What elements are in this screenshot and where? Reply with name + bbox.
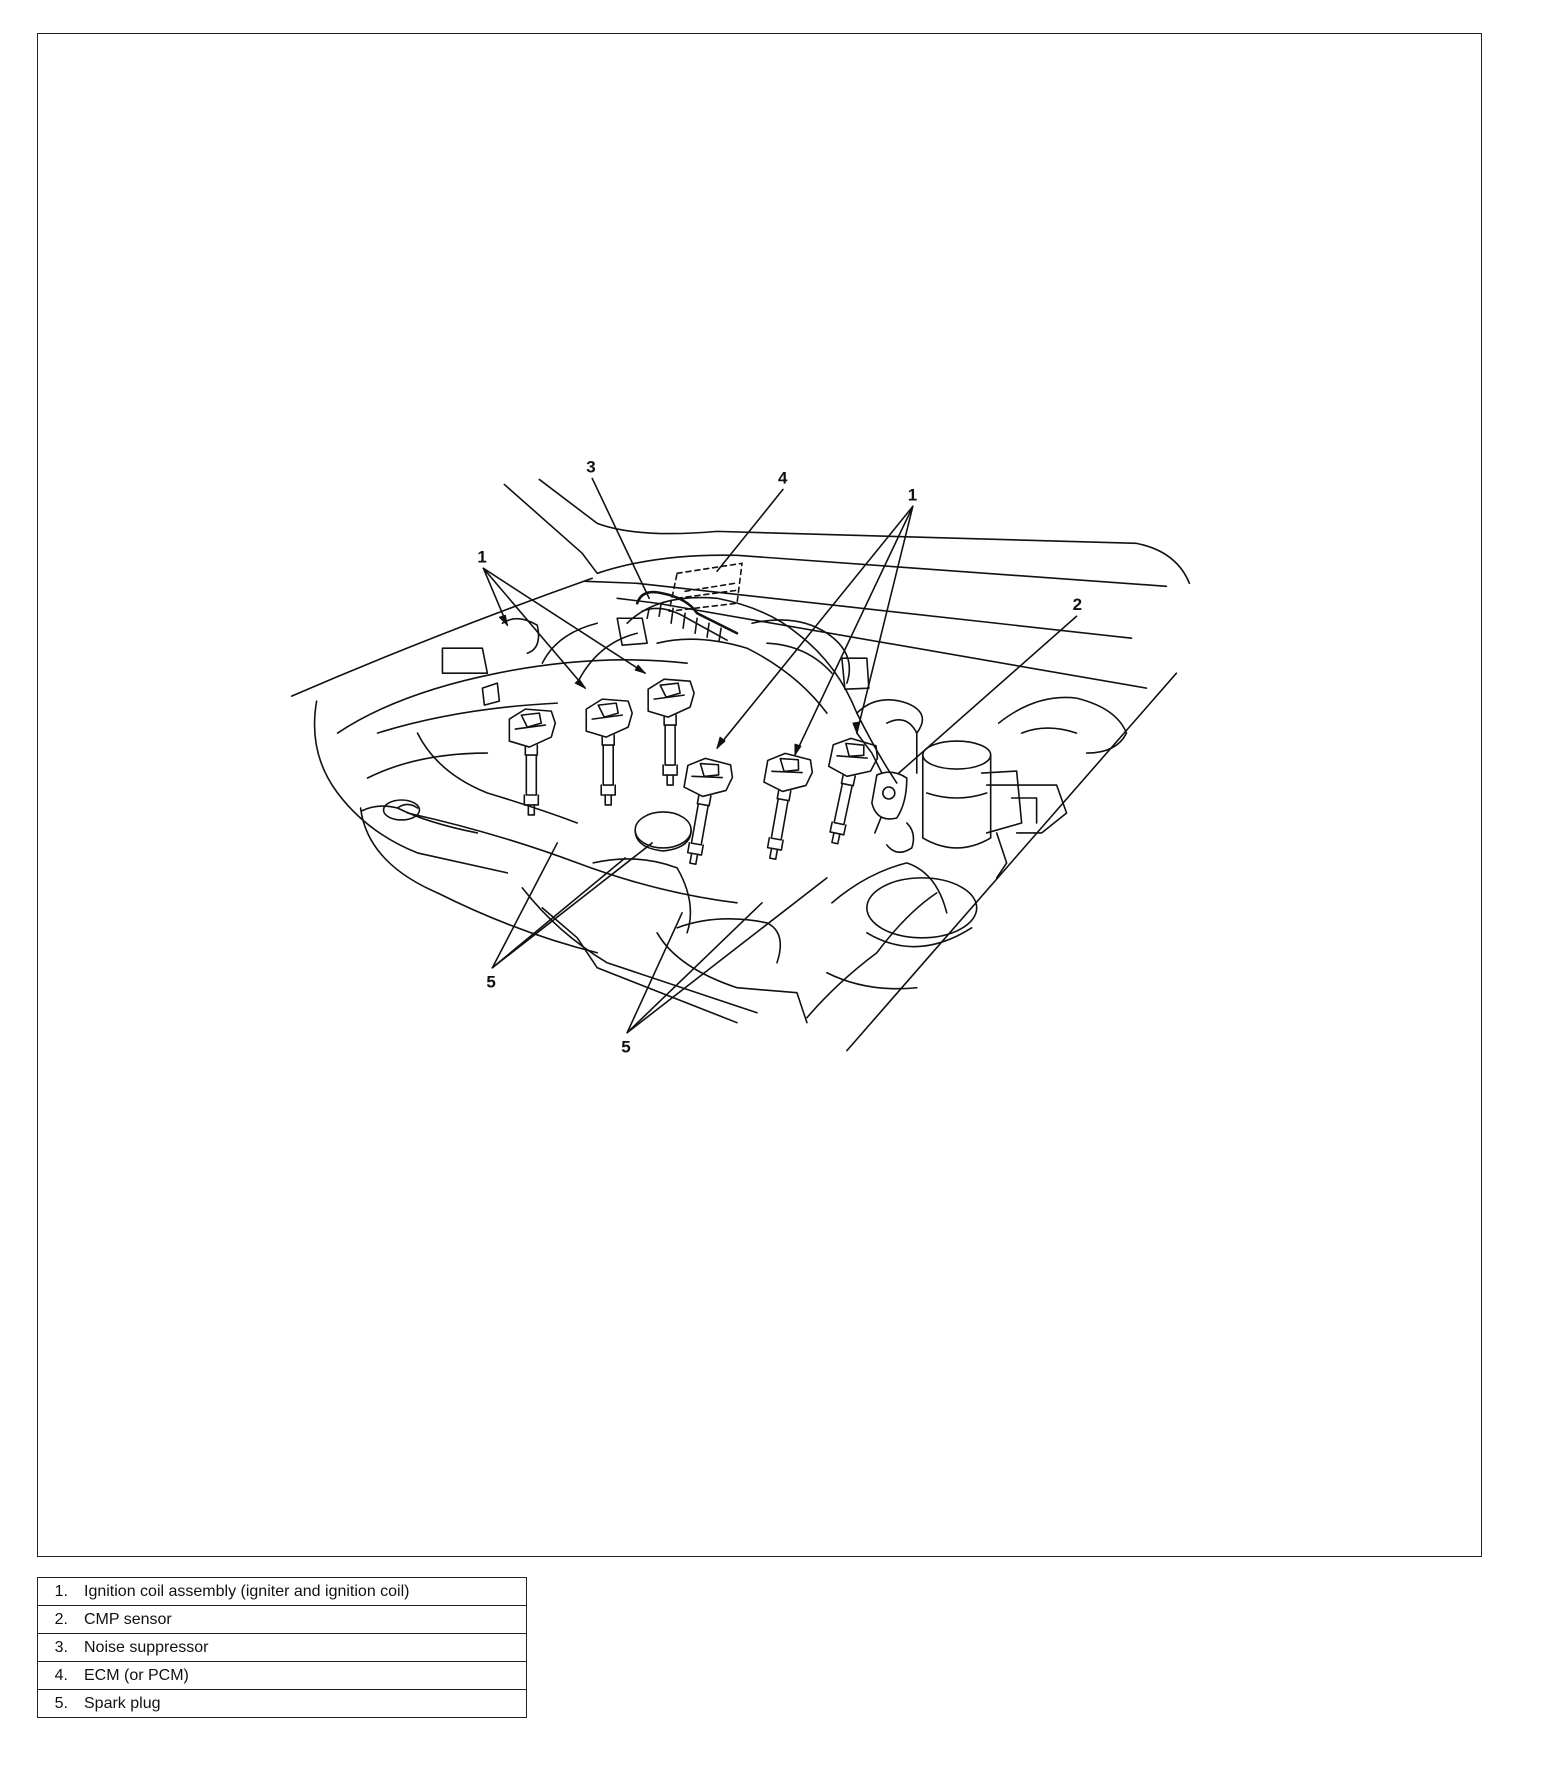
legend-table: 1. Ignition coil assembly (igniter and i… xyxy=(37,1577,527,1718)
callout-5-right: 5 xyxy=(621,1038,630,1057)
legend-row: 1. Ignition coil assembly (igniter and i… xyxy=(37,1577,527,1606)
engine-bay-illustration: 1 1 2 3 4 5 5 xyxy=(290,457,1191,1057)
ignition-coil-4 xyxy=(670,754,736,869)
callout-3: 3 xyxy=(586,457,595,476)
legend-row: 3. Noise suppressor xyxy=(37,1633,527,1662)
legend-text: ECM (or PCM) xyxy=(70,1661,527,1690)
ignition-coils-right-bank xyxy=(670,734,882,869)
hood-outline xyxy=(290,478,1191,697)
ignition-coil-5 xyxy=(750,749,816,864)
legend-row: 4. ECM (or PCM) xyxy=(37,1661,527,1690)
callout-1-right: 1 xyxy=(908,485,917,504)
callout-2: 2 xyxy=(1073,595,1082,614)
legend-row: 5. Spark plug xyxy=(37,1689,527,1718)
callout-1-left: 1 xyxy=(477,547,486,566)
legend-text: Noise suppressor xyxy=(70,1633,527,1662)
legend-number: 1. xyxy=(37,1577,70,1606)
legend-row: 2. CMP sensor xyxy=(37,1605,527,1634)
legend-number: 2. xyxy=(37,1605,70,1634)
callout-4: 4 xyxy=(778,468,788,487)
legend-text: Ignition coil assembly (igniter and igni… xyxy=(70,1577,527,1606)
legend-number: 4. xyxy=(37,1661,70,1690)
engine-body xyxy=(313,596,978,1024)
ignition-coils-left-bank xyxy=(508,678,695,816)
ecm-dashed-box xyxy=(668,562,743,613)
right-components xyxy=(846,672,1178,1052)
callout-labels: 1 1 2 3 4 5 5 xyxy=(477,457,1082,1056)
callout-5-left: 5 xyxy=(486,973,495,992)
figure-frame: 1 1 2 3 4 5 5 xyxy=(37,33,1482,1557)
legend-number: 3. xyxy=(37,1633,70,1662)
arrow-heads xyxy=(498,614,860,756)
legend-text: Spark plug xyxy=(70,1689,527,1718)
legend-text: CMP sensor xyxy=(70,1605,527,1634)
legend-number: 5. xyxy=(37,1689,70,1718)
ignition-coil-2 xyxy=(585,698,633,806)
ignition-coil-1 xyxy=(508,708,557,816)
leader-lines xyxy=(482,477,1078,1034)
